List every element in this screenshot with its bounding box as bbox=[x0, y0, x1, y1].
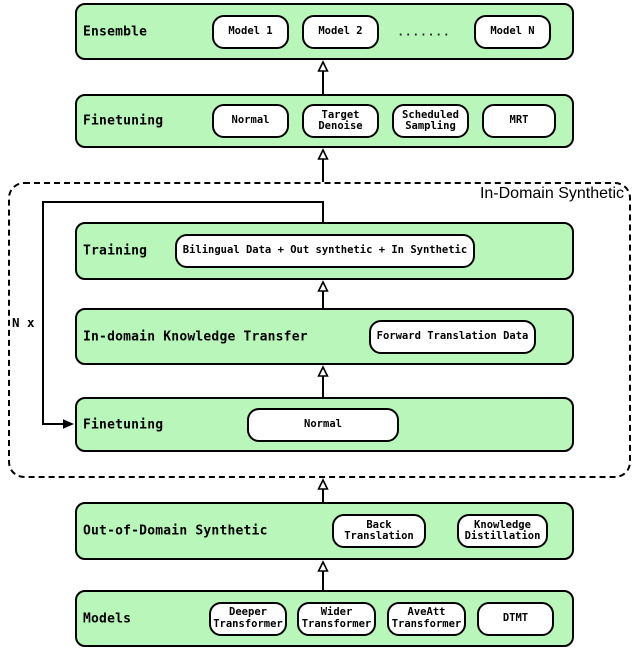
normal-pill: Normal bbox=[212, 104, 289, 138]
training-label: Training bbox=[83, 243, 148, 259]
training-box: Training Bilingual Data + Out synthetic … bbox=[75, 222, 574, 280]
wider-transformer-pill: Wider Transformer bbox=[297, 601, 376, 636]
arrow-head-icon bbox=[317, 280, 329, 292]
model-1-pill: Model 1 bbox=[212, 14, 289, 49]
loop-count-label: N x bbox=[12, 315, 35, 330]
out-of-domain-box: Out-of-Domain Synthetic Back Translation… bbox=[75, 502, 574, 560]
aveatt-transformer-pill: AveAtt Transformer bbox=[387, 601, 466, 636]
arrow-head-icon bbox=[317, 478, 329, 490]
loop-line bbox=[42, 201, 324, 425]
out-of-domain-label: Out-of-Domain Synthetic bbox=[83, 523, 268, 539]
deeper-transformer-pill: Deeper Transformer bbox=[209, 601, 287, 636]
finetuning-box: Finetuning Normal Target Denoise Schedul… bbox=[75, 94, 574, 148]
target-denoise-pill: Target Denoise bbox=[302, 104, 379, 138]
bilingual-data-pill: Bilingual Data + Out synthetic + In Synt… bbox=[175, 234, 475, 268]
model-2-pill: Model 2 bbox=[302, 14, 379, 49]
models-box: Models Deeper Transformer Wider Transfor… bbox=[75, 590, 574, 647]
knowledge-distillation-pill: Knowledge Distillation bbox=[457, 514, 548, 548]
arrow-head-icon bbox=[317, 148, 329, 160]
arrow-head-icon bbox=[317, 60, 329, 72]
back-translation-pill: Back Translation bbox=[332, 514, 426, 548]
group-title: In-Domain Synthetic bbox=[479, 185, 624, 202]
inner-normal-pill: Normal bbox=[247, 407, 399, 442]
dtmt-pill: DTMT bbox=[477, 601, 554, 636]
model-n-pill: Model N bbox=[474, 14, 551, 49]
ensemble-box: Ensemble Model 1 Model 2 ....... Model N bbox=[75, 3, 574, 60]
ensemble-label: Ensemble bbox=[83, 24, 148, 39]
ellipsis-dots: ....... bbox=[397, 25, 451, 38]
knowledge-transfer-label: In-domain Knowledge Transfer bbox=[83, 329, 308, 344]
models-label: Models bbox=[83, 611, 132, 626]
arrow-head-icon bbox=[317, 560, 329, 572]
loop-arrow-head-icon bbox=[63, 419, 74, 429]
knowledge-transfer-box: In-domain Knowledge Transfer Forward Tra… bbox=[75, 308, 574, 365]
in-domain-synthetic-group: In-Domain Synthetic bbox=[8, 182, 631, 478]
inner-finetuning-label: Finetuning bbox=[83, 417, 164, 432]
inner-finetuning-box: Finetuning Normal bbox=[75, 397, 574, 452]
scheduled-sampling-pill: Scheduled Sampling bbox=[392, 104, 469, 138]
mrt-pill: MRT bbox=[482, 104, 556, 138]
forward-translation-pill: Forward Translation Data bbox=[369, 319, 536, 354]
finetuning-label: Finetuning bbox=[83, 113, 164, 129]
arrow-head-icon bbox=[317, 365, 329, 377]
